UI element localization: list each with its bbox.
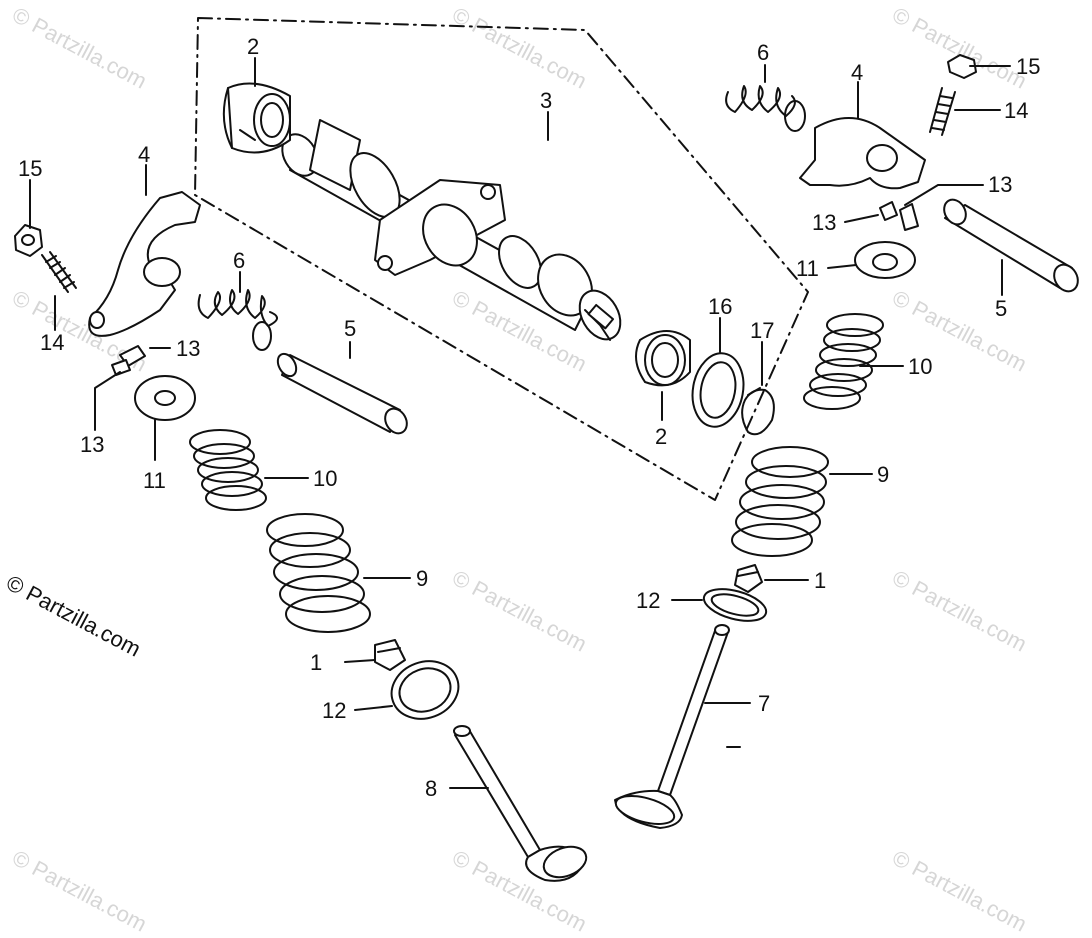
ring-16 — [691, 352, 745, 428]
callout-16: 16 — [708, 294, 732, 319]
callout-6-right: 6 — [757, 40, 769, 65]
callout-15-right: 15 — [1016, 54, 1040, 79]
callout-3: 3 — [540, 88, 552, 113]
callout-9-right: 9 — [877, 462, 889, 487]
callout-11-left: 11 — [143, 468, 166, 493]
camshaft-group-frame — [194, 17, 809, 501]
spring-seat-left — [134, 375, 196, 421]
spring-6-left — [197, 289, 278, 351]
spring-washer-right — [702, 588, 768, 622]
callout-12-left: 12 — [322, 698, 346, 723]
callout-8: 8 — [425, 776, 437, 801]
callout-labels: 2 3 4 15 14 6 13 13 11 10 5 9 1 12 8 2 1… — [18, 34, 1040, 801]
callout-15-left: 15 — [18, 156, 42, 181]
callout-2-lower: 2 — [655, 424, 667, 449]
callout-13-right-b: 13 — [812, 210, 836, 235]
valve-spring-outer-right — [731, 446, 829, 557]
callout-13-left-b: 13 — [80, 432, 104, 457]
callout-2-upper: 2 — [247, 34, 259, 59]
valve-seal-right — [734, 564, 763, 593]
callout-10-left: 10 — [313, 466, 337, 491]
callout-7: 7 — [758, 691, 770, 716]
callout-4-right: 4 — [851, 60, 863, 85]
valve-7 — [614, 624, 730, 829]
lock-nut-right — [947, 54, 977, 79]
valve-spring-inner-right — [803, 313, 884, 410]
callout-14-left: 14 — [40, 330, 64, 355]
adjuster-screw-left — [41, 251, 77, 293]
callout-13-right-a: 13 — [988, 172, 1012, 197]
valve-spring-inner-left — [189, 429, 267, 511]
callout-5-right: 5 — [995, 296, 1007, 321]
adjuster-screw-right — [929, 87, 956, 136]
lock-nut-left — [14, 224, 43, 257]
rocker-shaft-left — [276, 352, 408, 435]
clip-17 — [741, 387, 775, 436]
callout-14-right: 14 — [1004, 98, 1028, 123]
callout-1-left: 1 — [310, 650, 322, 675]
callout-6-left: 6 — [233, 248, 245, 273]
valve-spring-outer-left — [266, 513, 371, 633]
callout-13-left-a: 13 — [176, 336, 200, 361]
cam-bearing-upper — [222, 82, 291, 154]
callout-5-left: 5 — [344, 316, 356, 341]
callout-11-right: 11 — [796, 256, 819, 281]
camshaft — [281, 119, 622, 341]
callout-4-left: 4 — [138, 142, 150, 167]
pin-right-13 — [879, 201, 919, 231]
spring-washer-left — [390, 660, 460, 720]
pin-left-13 — [111, 345, 146, 376]
callout-1-right: 1 — [814, 568, 826, 593]
callout-12-right: 12 — [636, 588, 660, 613]
rocker-arm-right — [799, 117, 926, 190]
spring-seat-right — [854, 241, 916, 279]
rocker-shaft-right — [943, 198, 1079, 293]
callout-17: 17 — [750, 318, 774, 343]
callout-9-left: 9 — [416, 566, 428, 591]
callout-10-right: 10 — [908, 354, 932, 379]
diagram-svg: 2 3 4 15 14 6 13 13 11 10 5 9 1 12 8 2 1… — [14, 17, 1079, 882]
cam-bearing-lower — [635, 330, 691, 387]
valve-8 — [453, 725, 588, 882]
valve-seal-left — [374, 639, 406, 671]
spring-6-right — [725, 85, 806, 132]
rocker-arm-left — [88, 191, 201, 337]
